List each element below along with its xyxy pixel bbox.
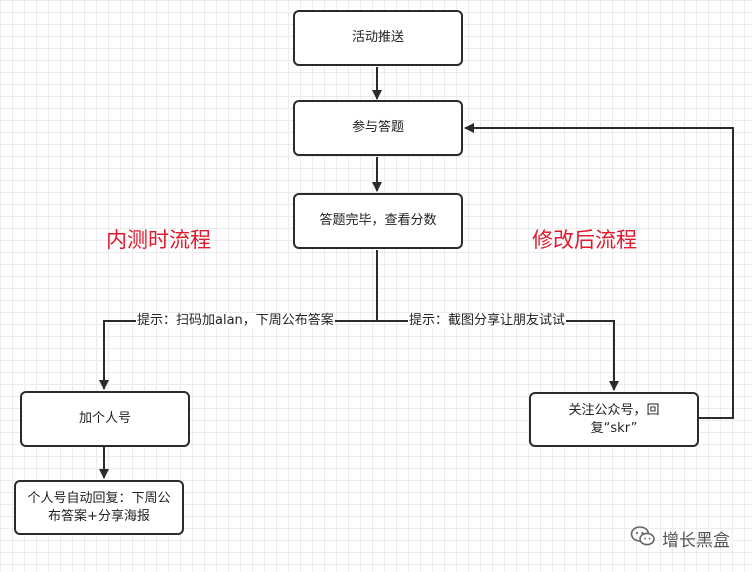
node-join-quiz: 参与答题 (293, 100, 463, 156)
wechat-icon (630, 525, 656, 552)
edge-done-to-follow-official (377, 320, 619, 391)
title-modified-flow: 修改后流程 (532, 228, 637, 252)
title-internal-flow: 内测时流程 (106, 228, 211, 252)
node-add-personal-label: 加个人号 (78, 411, 131, 426)
node-follow-official: 关注公众号，回复“skr” (529, 392, 699, 447)
edge-label-left: 提示：扫码加alan，下周公布答案 (136, 313, 335, 329)
node-follow-official-label: 关注公众号，回复“skr” (568, 402, 660, 436)
node-join-quiz-label: 参与答题 (351, 120, 404, 135)
node-quiz-done-label: 答题完毕，查看分数 (319, 213, 437, 228)
node-add-personal: 加个人号 (20, 391, 190, 447)
edge-label-right: 提示：截图分享让朋友试试 (408, 313, 567, 329)
watermark: 增长黑盒 (630, 525, 730, 552)
node-auto-reply: 个人号自动回复：下周公布答案+分享海报 (14, 480, 184, 535)
watermark-text: 增长黑盒 (662, 531, 730, 551)
node-activity-push-label: 活动推送 (351, 30, 404, 45)
node-quiz-done: 答题完毕，查看分数 (293, 193, 463, 249)
node-auto-reply-label: 个人号自动回复：下周公布答案+分享海报 (27, 490, 171, 524)
edge-follow-official-back-to-quiz (464, 123, 734, 419)
node-activity-push: 活动推送 (293, 10, 463, 66)
